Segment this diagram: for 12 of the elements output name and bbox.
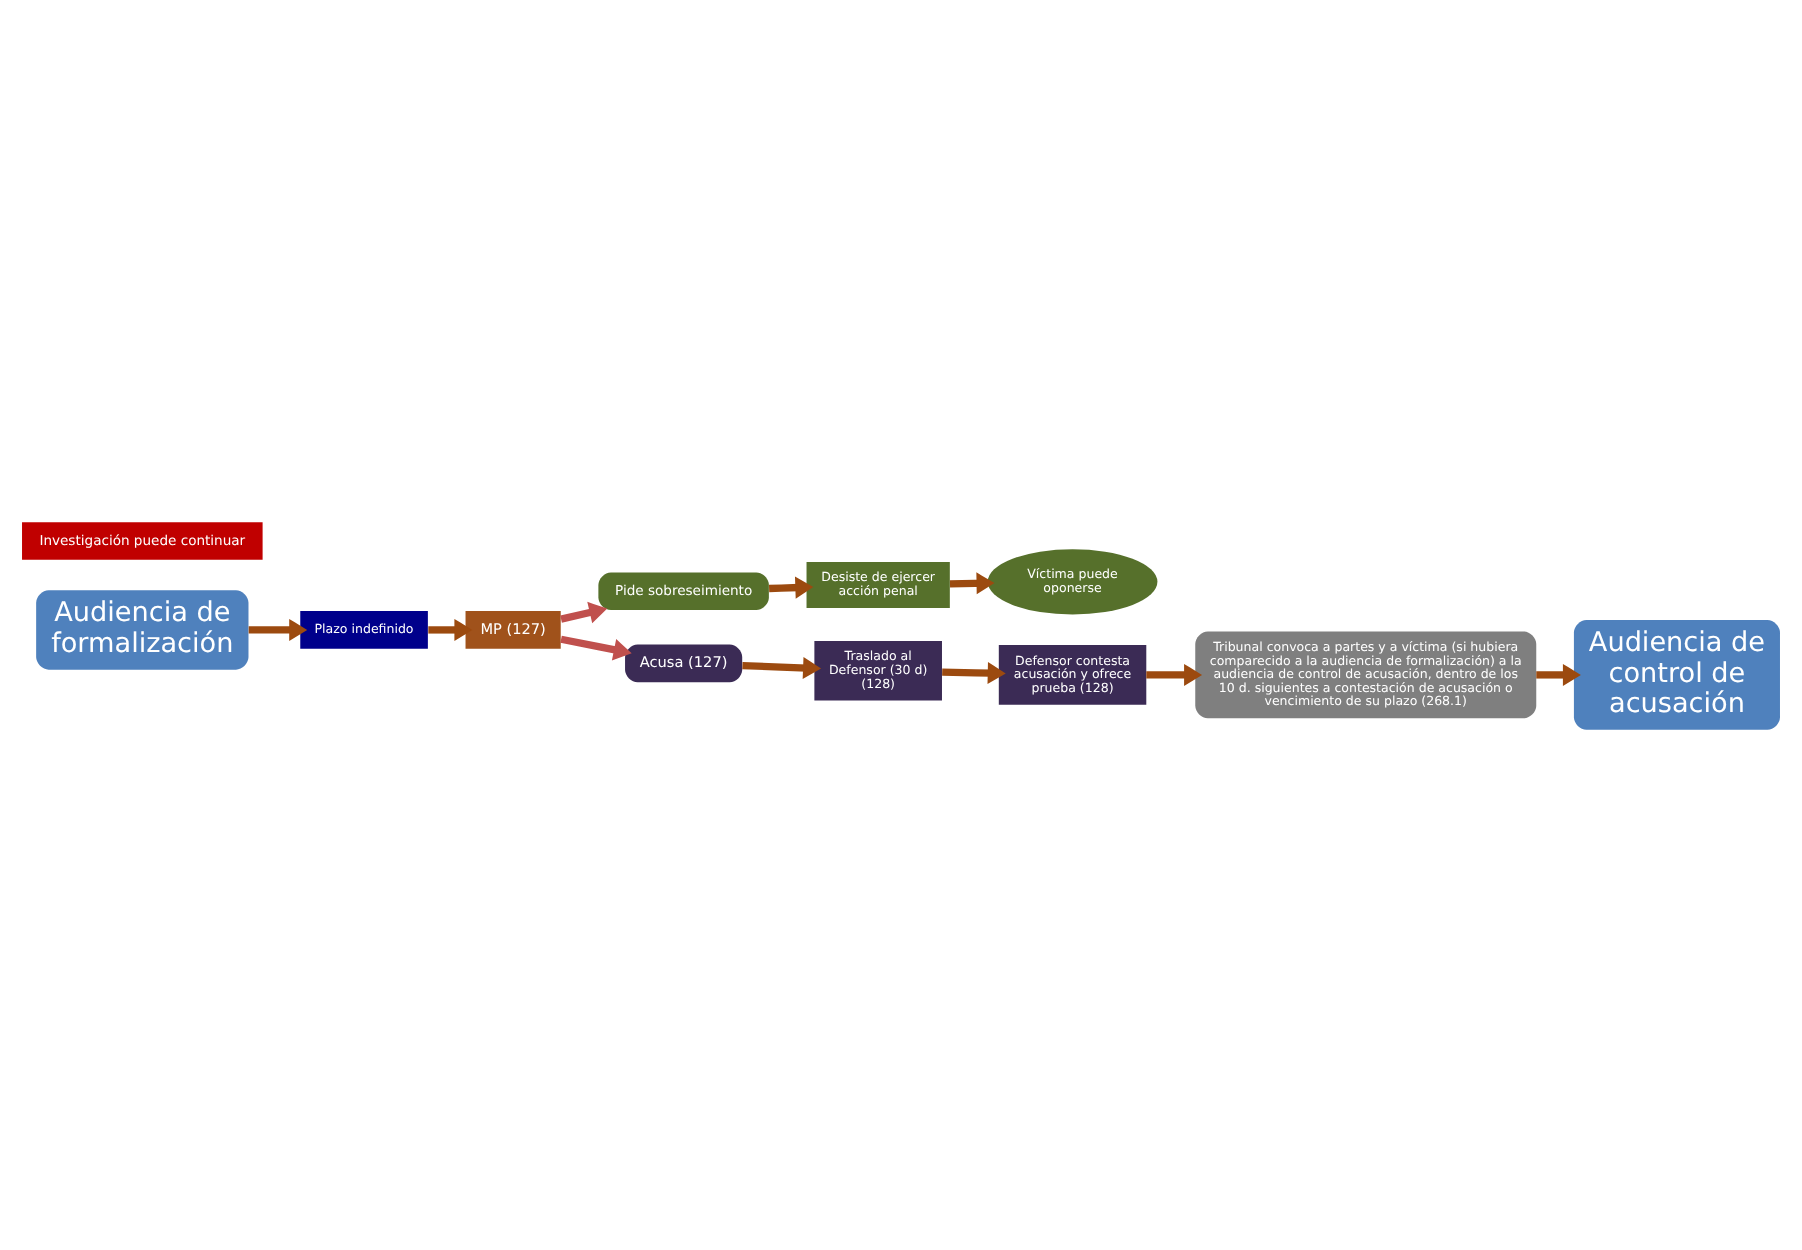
arrow xyxy=(428,617,473,640)
node-box: Audiencia de formalización xyxy=(36,589,249,669)
arrow xyxy=(942,661,1006,684)
arrow xyxy=(742,655,822,678)
arrow xyxy=(949,571,995,594)
node-box: Audiencia de control de acusación xyxy=(1573,619,1780,729)
arrow xyxy=(560,634,632,660)
arrow xyxy=(1536,662,1581,685)
arrow xyxy=(1146,662,1203,685)
arrow xyxy=(768,575,814,598)
arrow xyxy=(248,617,308,640)
arrow xyxy=(560,600,608,623)
